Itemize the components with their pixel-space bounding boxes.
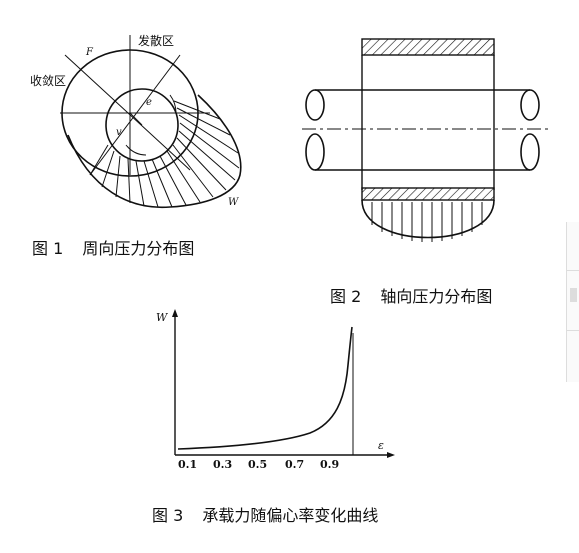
direction-arrows xyxy=(125,94,177,156)
figure-2-caption-text: 轴向压力分布图 xyxy=(380,287,493,306)
pressure-hatching xyxy=(89,100,240,208)
label-v: v xyxy=(116,127,122,138)
label-W: W xyxy=(228,197,239,208)
axial-pressure-arrows xyxy=(371,202,483,242)
y-axis-label: W xyxy=(156,311,169,324)
shaft xyxy=(305,89,540,171)
centre-lines xyxy=(60,35,210,176)
axial-pressure-envelope xyxy=(361,199,495,239)
figure-3-caption: 图 3 承载力随偏心率变化曲线 xyxy=(152,502,378,526)
label-e: e xyxy=(146,97,152,108)
figure-2-diagram xyxy=(302,38,552,242)
x-tick-0: 0.1 xyxy=(178,458,197,471)
figure-1-caption: 图 1 周向压力分布图 xyxy=(32,235,194,259)
figure-2-caption-number: 图 2 xyxy=(330,287,362,306)
bearing-shell-top xyxy=(361,38,495,56)
journal-circle xyxy=(105,88,179,162)
side-toolbar-divider xyxy=(567,330,579,331)
figure-1-caption-text: 周向压力分布图 xyxy=(82,239,195,258)
side-toolbar-divider xyxy=(567,270,579,271)
label-divergent-zone: 发散区 xyxy=(138,33,174,48)
y-axis-arrow xyxy=(172,309,178,317)
x-axis-arrow xyxy=(387,452,395,458)
figure-1-caption-number: 图 1 xyxy=(32,239,64,258)
x-axis-label: ε xyxy=(378,439,384,452)
side-toolbar[interactable] xyxy=(566,222,579,382)
figure-3-chart: W ε 0.1 0.3 0.5 0.7 0.9 xyxy=(156,309,395,471)
x-tick-4: 0.9 xyxy=(320,458,339,471)
label-F: F xyxy=(85,47,94,58)
figure-2-caption: 图 2 轴向压力分布图 xyxy=(330,283,492,307)
figure-1-diagram: 发散区 收敛区 F e v W xyxy=(30,33,242,209)
x-tick-1: 0.3 xyxy=(213,458,232,471)
load-curve xyxy=(177,326,353,450)
x-tick-3: 0.7 xyxy=(285,458,304,471)
x-tick-2: 0.5 xyxy=(248,458,267,471)
side-toolbar-button-icon[interactable] xyxy=(570,288,577,302)
bearing-shell-bottom xyxy=(361,187,495,201)
label-convergent-zone: 收敛区 xyxy=(30,73,66,88)
figure-3-caption-text: 承载力随偏心率变化曲线 xyxy=(202,506,379,525)
figure-3-caption-number: 图 3 xyxy=(152,506,184,525)
pressure-envelope xyxy=(67,94,242,209)
